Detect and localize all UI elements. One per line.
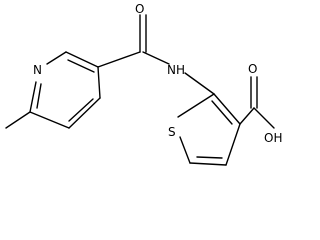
amide-linker <box>97 14 215 95</box>
acid-hydroxyl-bond <box>253 107 275 129</box>
carbonyl-oxygen-label: O <box>135 2 144 16</box>
carboxylic-acid-group <box>239 76 275 129</box>
chemical-structure-diagram: N O NH S O OH <box>5 2 282 166</box>
carbonyl-nh-bond <box>142 51 170 65</box>
acid-carbonyl-oxygen-label: O <box>248 62 257 76</box>
ring-acid-carbon-bond <box>239 107 255 125</box>
pyridine-double-bond-inner <box>36 83 42 109</box>
thiophene-double-bond-inner <box>211 100 233 125</box>
pyridine-bond <box>68 97 101 129</box>
thiophene-bond <box>213 93 241 125</box>
thiophene-ring <box>177 93 241 166</box>
pyridine-double-bond-inner <box>68 98 94 122</box>
thiophene-bond <box>177 93 215 118</box>
pyridine-double-bond-inner <box>67 59 95 73</box>
pyridine-nitrogen-label: N <box>33 63 42 77</box>
thiophene-sulfur-label: S <box>168 125 176 139</box>
pyridine-ring <box>29 51 101 129</box>
thiophene-double-bond-inner <box>196 156 223 159</box>
amide-nh-label: NH <box>167 63 185 77</box>
pyridine-bond <box>29 111 70 129</box>
pyridine-bond <box>46 51 67 65</box>
pyridine-bond <box>97 66 101 99</box>
aryl-carbonyl-bond <box>97 51 141 68</box>
pyridine-bond <box>65 51 99 68</box>
pyridine-bond <box>29 81 37 113</box>
thiophene-bond <box>189 162 227 166</box>
methyl-bond <box>5 111 31 129</box>
thiophene-bond <box>179 136 191 164</box>
thiophene-bond <box>225 123 241 166</box>
nh-thiophene-bond <box>184 72 215 95</box>
acid-hydroxyl-label: OH <box>264 131 282 145</box>
